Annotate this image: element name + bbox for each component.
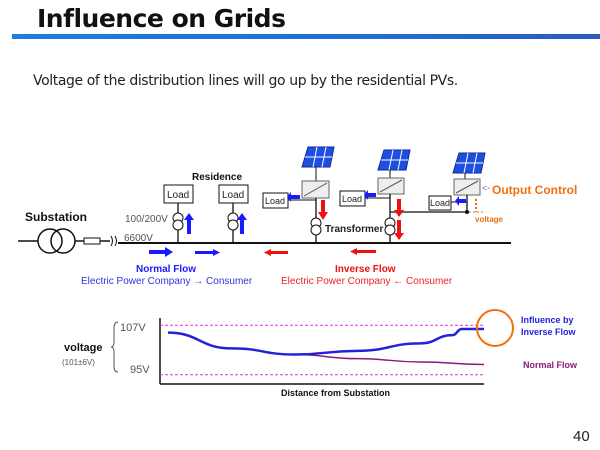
left-arrow-icon bbox=[364, 190, 376, 200]
transformer-label: Transformer bbox=[325, 224, 383, 235]
down-arrow-icon bbox=[318, 200, 328, 220]
residence-label: Residence bbox=[192, 172, 242, 183]
load-label: Load bbox=[222, 190, 244, 201]
substation-label: Substation bbox=[25, 210, 87, 224]
legend-normal: Normal Flow bbox=[523, 360, 578, 370]
pv-house-1: Load bbox=[262, 146, 335, 243]
normal-flow-description: Electric Power Company → Consumer bbox=[81, 276, 253, 287]
pole-transformer-icon bbox=[172, 212, 184, 231]
page-number: 40 bbox=[573, 428, 590, 445]
output-control-label: Output Control bbox=[492, 183, 577, 197]
inverse-flow-arrow-icon bbox=[264, 249, 288, 256]
voltage-rise-label: voltage bbox=[475, 215, 504, 224]
solar-panel-icon bbox=[377, 149, 411, 171]
normal-flow-arrow-icon bbox=[195, 249, 220, 256]
pv-house-2: Load bbox=[339, 149, 467, 243]
inverse-flow-line bbox=[167, 327, 484, 356]
left-arrow-icon bbox=[455, 196, 466, 206]
inverse-flow-description: Electric Power Company ← Consumer bbox=[281, 276, 453, 287]
normal-flow-title: Normal Flow bbox=[136, 264, 196, 275]
y-tick-label: 95V bbox=[130, 364, 150, 376]
chart-ylabel: voltage bbox=[64, 342, 103, 354]
legend-inverse-line2: Inverse Flow bbox=[521, 327, 577, 337]
pv-house-3: Load bbox=[428, 152, 486, 214]
normal-flow-line bbox=[294, 353, 485, 366]
slide-subtitle: Voltage of the distribution lines will g… bbox=[33, 73, 458, 89]
slide-title: Influence on Grids bbox=[37, 4, 286, 33]
up-arrow-icon bbox=[184, 213, 194, 234]
chart-xlabel: Distance from Substation bbox=[281, 388, 390, 398]
substation-transformer-icon bbox=[18, 228, 117, 254]
up-arrow-icon bbox=[237, 213, 247, 234]
high-voltage-label: 6600V bbox=[124, 233, 153, 244]
inverse-flow-arrow-icon bbox=[350, 248, 376, 255]
brace-icon bbox=[110, 321, 119, 373]
legend-inverse-line1: Influence by bbox=[521, 315, 574, 325]
voltage-chart: voltage (101±6V) 107V 95V Influence by I… bbox=[62, 309, 578, 398]
residence-2: Load bbox=[218, 184, 249, 243]
solar-panel-icon bbox=[301, 146, 335, 168]
chart-ylabel-sub: (101±6V) bbox=[62, 358, 95, 367]
solar-panel-icon bbox=[452, 152, 486, 174]
down-arrow-icon bbox=[394, 220, 404, 240]
load-label: Load bbox=[265, 196, 285, 206]
inverse-flow-title: Inverse Flow bbox=[335, 264, 396, 275]
normal-flow-arrow-icon bbox=[149, 247, 173, 257]
pointer-arrow-icon: <- bbox=[482, 183, 490, 193]
down-arrow-icon bbox=[394, 199, 404, 217]
load-label: Load bbox=[430, 198, 450, 208]
load-label: Load bbox=[167, 190, 189, 201]
load-label: Load bbox=[342, 194, 362, 204]
pole-transformer-icon bbox=[227, 212, 239, 231]
annotation-circle bbox=[476, 309, 514, 347]
low-voltage-label: 100/200V bbox=[125, 214, 168, 225]
y-tick-label: 107V bbox=[120, 322, 146, 334]
residence-1: Load bbox=[163, 184, 194, 243]
title-underline bbox=[12, 34, 600, 39]
left-arrow-icon bbox=[287, 192, 300, 202]
